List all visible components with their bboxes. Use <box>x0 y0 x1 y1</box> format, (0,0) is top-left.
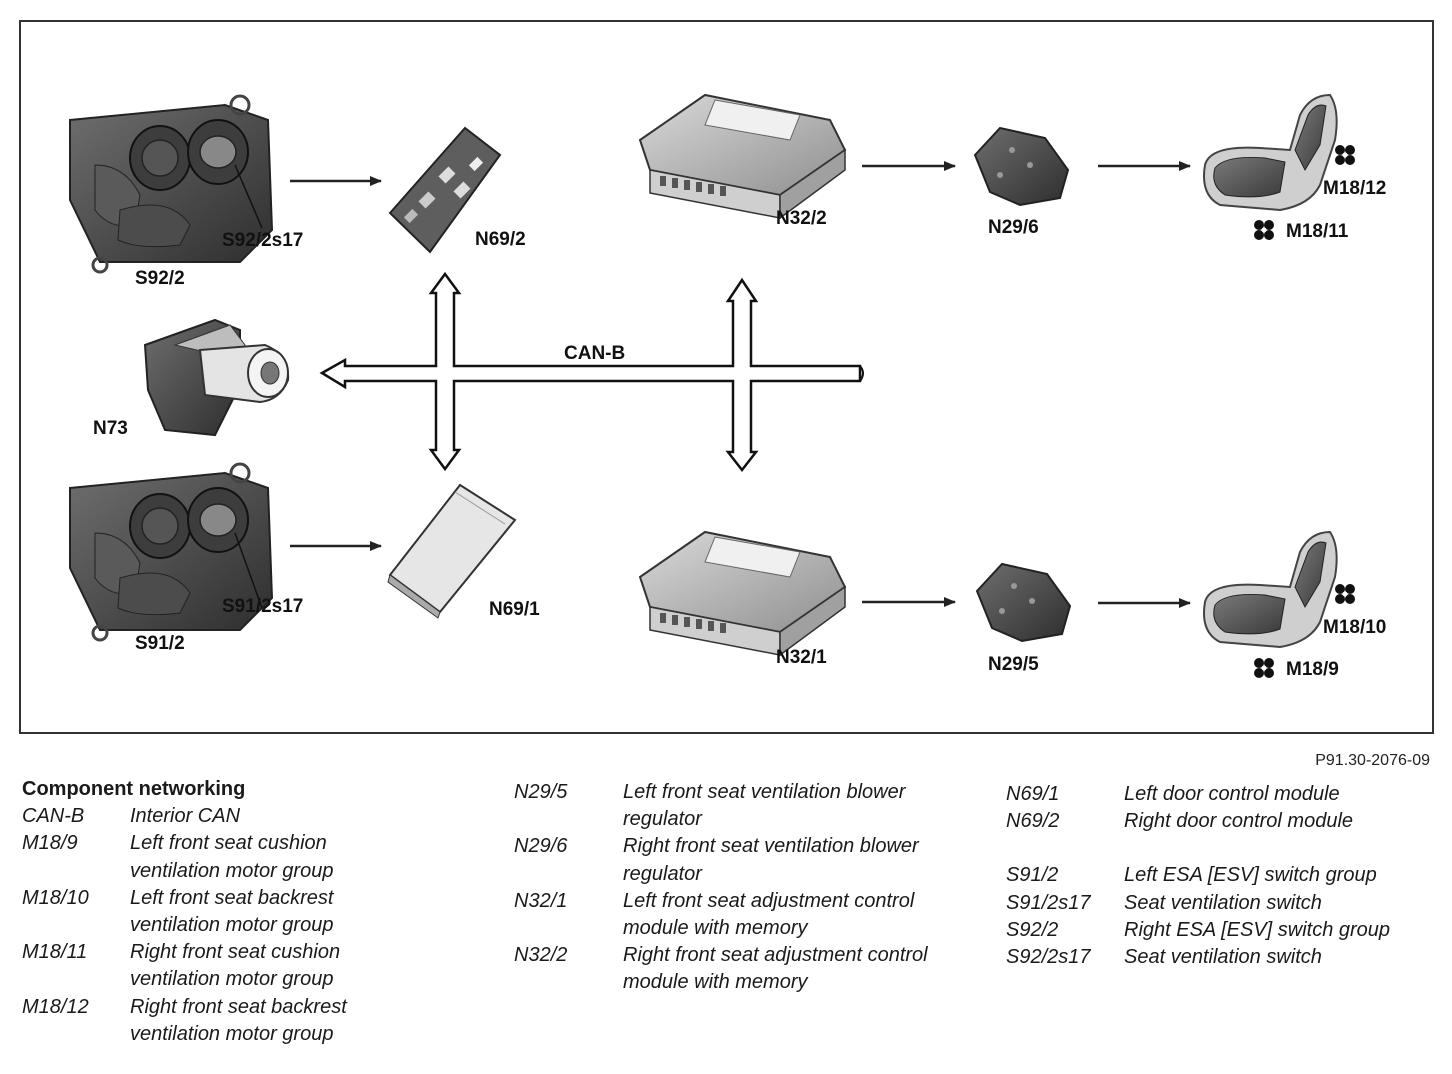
figure-code: P91.30-2076-09 <box>1315 752 1430 769</box>
n29-5-regulator-image <box>975 562 1072 643</box>
legend-code: N29/6 <box>514 835 568 858</box>
n73-ignition-switch-image <box>143 318 290 437</box>
label-n29-6: N29/6 <box>988 217 1039 238</box>
legend-desc: Interior CAN <box>130 805 241 828</box>
legend-heading: Component networking <box>22 778 246 800</box>
legend-row: CAN-B Interior CAN <box>22 803 412 830</box>
label-n29-5: N29/5 <box>988 654 1039 675</box>
legend-desc: Seat ventilation switch <box>1124 891 1322 914</box>
legend-desc: Right door control module <box>1124 810 1354 833</box>
label-m18-9: M18/9 <box>1286 659 1339 680</box>
s92-2-switch-group-image <box>69 94 274 274</box>
legend-code: N29/5 <box>514 781 568 803</box>
legend-desc: Right front seat adjustment control modu… <box>623 944 928 994</box>
label-s91-2: S91/2 <box>135 633 185 654</box>
legend-code: N69/1 <box>1006 783 1060 805</box>
label-n73: N73 <box>93 418 128 439</box>
label-n69-1: N69/1 <box>489 599 540 620</box>
legend-code: N32/2 <box>514 944 568 967</box>
legend-row: S91/2s17 Seat ventilation switch <box>1006 890 1446 917</box>
label-m18-12: M18/12 <box>1323 178 1386 199</box>
n32-1-module-image <box>638 530 847 657</box>
legend-row: S91/2 Left ESA [ESV] switch group <box>1006 862 1446 889</box>
legend-column-1: Component networking CAN-B Interior CAN … <box>22 776 412 1048</box>
can-bus-label: CAN-B <box>564 343 625 364</box>
label-n69-2: N69/2 <box>475 229 526 250</box>
legend-code: M18/12 <box>22 995 89 1018</box>
legend-code: N32/1 <box>514 889 568 912</box>
can-bus <box>319 271 862 473</box>
legend-code: S91/2s17 <box>1006 891 1091 914</box>
legend-desc: Right front seat backrest ventilation mo… <box>130 995 347 1045</box>
legend-column-2: N29/5 Left front seat ventilation blower… <box>514 779 954 997</box>
left-seat-image <box>1203 530 1338 649</box>
legend-row: N32/1 Left front seat adjustment control… <box>514 888 954 942</box>
label-s92-2: S92/2 <box>135 268 185 289</box>
connection-arrows <box>290 161 1191 608</box>
bus-end <box>859 365 864 382</box>
label-n32-2: N32/2 <box>776 208 827 229</box>
legend-desc: Left ESA [ESV] switch group <box>1124 864 1377 887</box>
legend-desc: Right front seat ventilation blower regu… <box>623 835 919 885</box>
n69-2-module-image <box>388 126 502 254</box>
legend-desc: Left door control module <box>1124 783 1340 805</box>
legend-code: M18/10 <box>22 886 89 909</box>
legend-desc: Seat ventilation switch <box>1124 946 1322 969</box>
legend-row: N69/1 Left door control module <box>1006 781 1446 808</box>
label-m18-10: M18/10 <box>1323 617 1386 638</box>
legend-row: S92/2s17 Seat ventilation switch <box>1006 944 1446 971</box>
legend-row: M18/11 Right front seat cushion ventilat… <box>22 939 412 993</box>
legend-spacer <box>1006 835 1446 862</box>
legend-code: CAN-B <box>22 805 85 828</box>
diagram: CAN-B S92/2 S92/2s17 N69/2 N32/2 N29/6 M… <box>19 20 1434 734</box>
legend-code: M18/9 <box>22 832 78 855</box>
legend-code: N69/2 <box>1006 810 1060 833</box>
right-seat-image <box>1203 93 1338 212</box>
n69-1-module-image <box>387 483 517 619</box>
legend-desc: Left front seat cushion ventilation moto… <box>130 832 334 882</box>
legend-code: S92/2s17 <box>1006 946 1091 969</box>
label-n32-1: N32/1 <box>776 647 827 668</box>
legend-row: M18/12 Right front seat backrest ventila… <box>22 994 412 1048</box>
legend-row: N29/5 Left front seat ventilation blower… <box>514 779 954 833</box>
s91-2-switch-group-image <box>69 462 274 642</box>
legend-desc: Right front seat cushion ventilation mot… <box>130 941 341 991</box>
label-s91-2s17: S91/2s17 <box>222 596 303 617</box>
legend-row: N29/6 Right front seat ventilation blowe… <box>514 833 954 887</box>
legend-row: M18/10 Left front seat backrest ventilat… <box>22 885 412 939</box>
legend-code: M18/11 <box>22 941 88 964</box>
legend-column-3: N69/1 Left door control module N69/2 Rig… <box>1006 781 1446 971</box>
n32-2-module-image <box>638 93 847 220</box>
legend-code: S92/2 <box>1006 918 1059 941</box>
label-m18-11: M18/11 <box>1286 221 1349 242</box>
legend-code: S91/2 <box>1006 864 1059 887</box>
legend-desc: Right ESA [ESV] switch group <box>1124 918 1391 941</box>
n29-6-regulator-image <box>973 126 1070 207</box>
legend-row: N69/2 Right door control module <box>1006 808 1446 835</box>
legend-desc: Left front seat backrest ventilation mot… <box>130 886 334 937</box>
legend-row: N32/2 Right front seat adjustment contro… <box>514 942 954 996</box>
label-s92-2s17: S92/2s17 <box>222 230 303 251</box>
legend-row: M18/9 Left front seat cushion ventilatio… <box>22 830 412 884</box>
legend-row: S92/2 Right ESA [ESV] switch group <box>1006 917 1446 944</box>
legend-desc: Left front seat ventilation blower regul… <box>623 781 906 831</box>
legend-desc: Left front seat adjustment control modul… <box>623 889 915 940</box>
